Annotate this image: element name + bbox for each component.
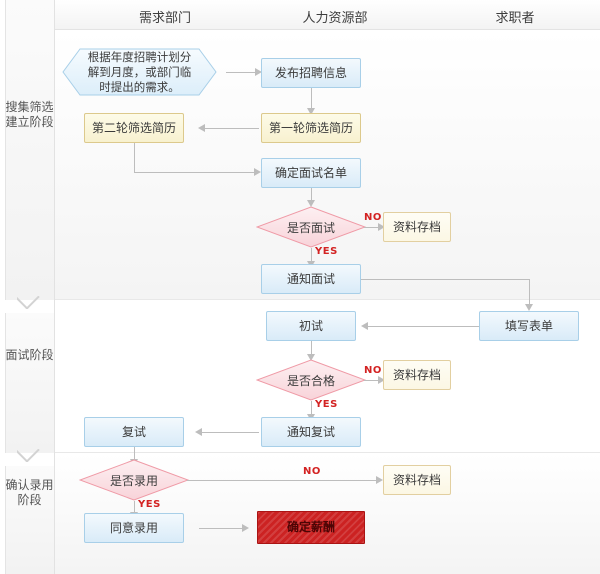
edge-notifysecond-to-second-arrow-icon — [195, 428, 202, 436]
diamond-shape — [79, 459, 189, 501]
edge-decide3-no — [187, 480, 378, 481]
node-decide-hire-label: 是否录用 — [109, 473, 158, 488]
diamond-shape — [256, 359, 366, 401]
node-notify-second[interactable]: 通知复试 — [261, 417, 361, 447]
node-archive-1-label: 资料存档 — [392, 219, 441, 234]
stage-label-1-text: 搜集筛选建立阶段 — [5, 100, 54, 129]
stage-band-1 — [5, 0, 54, 300]
edge-list-to-decide — [311, 188, 312, 202]
edge-notify-to-fillform-h — [361, 279, 529, 280]
node-publish-job[interactable]: 发布招聘信息 — [261, 58, 361, 88]
node-notify-interview[interactable]: 通知面试 — [261, 264, 361, 294]
edge-label-yes-2: YES — [315, 399, 338, 410]
stage-divider-chevron-1-icon — [17, 296, 41, 309]
node-screen-round2-label: 第二轮筛选简历 — [91, 120, 176, 135]
edge-label-yes-1: YES — [315, 246, 338, 257]
node-interview-list[interactable]: 确定面试名单 — [261, 158, 361, 188]
edge-decide2-yes — [311, 401, 312, 416]
node-first-interview-label: 初试 — [298, 318, 323, 333]
edge-screen1-to-screen2-arrow-icon — [198, 124, 205, 132]
node-fill-form[interactable]: 填写表单 — [479, 311, 579, 341]
edge-plan-to-publish — [226, 72, 256, 73]
stage-band-2 — [5, 313, 54, 453]
node-confirm-salary[interactable]: 确定薪酬 — [257, 511, 365, 544]
node-notify-interview-label: 通知面试 — [286, 271, 335, 286]
edge-screen2-to-list — [134, 172, 255, 173]
edge-decide2-no — [364, 380, 381, 381]
stage-band-3 — [5, 466, 54, 574]
edge-notify-to-fillform-v — [529, 279, 530, 306]
node-decide-pass[interactable]: 是否合格 — [256, 359, 366, 401]
edge-screen2-to-list-arrow-icon — [254, 168, 261, 176]
edge-decide3-yes — [134, 501, 135, 514]
edge-list-to-decide-arrow-icon — [307, 200, 315, 207]
edge-decide2-no-arrow-icon — [378, 376, 385, 384]
node-plan-request-label: 根据年度招聘计划分解到月度，或部门临时提出的需求。 — [87, 49, 192, 94]
node-archive-3[interactable]: 资料存档 — [383, 465, 451, 495]
node-confirm-salary-label: 确定薪酬 — [286, 520, 335, 534]
hexagon-shape — [62, 48, 217, 96]
edge-decide1-no-arrow-icon — [378, 223, 385, 231]
node-screen-round2[interactable]: 第二轮筛选简历 — [84, 113, 184, 143]
node-second-interview[interactable]: 复试 — [84, 417, 184, 447]
stage-label-2: 面试阶段 — [5, 348, 54, 363]
node-archive-2-label: 资料存档 — [392, 367, 441, 382]
edge-agreehire-to-salary — [199, 528, 243, 529]
node-agree-hire-label: 同意录用 — [109, 520, 158, 535]
node-publish-job-label: 发布招聘信息 — [274, 65, 347, 80]
node-second-interview-label: 复试 — [121, 424, 146, 439]
node-fill-form-label: 填写表单 — [504, 318, 553, 333]
stage-label-2-text: 面试阶段 — [5, 348, 54, 362]
node-decide-interview[interactable]: 是否面试 — [256, 206, 366, 248]
lane-title-applicant: 求职者 — [495, 11, 535, 26]
edge-fillform-to-first — [364, 326, 479, 327]
lane-header — [55, 0, 600, 30]
edge-label-no-1: NO — [364, 212, 382, 223]
node-plan-request[interactable]: 根据年度招聘计划分解到月度，或部门临时提出的需求。 — [62, 48, 217, 96]
node-screen-round1[interactable]: 第一轮筛选简历 — [261, 113, 361, 143]
edge-publish-to-screen1 — [311, 88, 312, 110]
edge-label-no-3: NO — [303, 466, 321, 477]
edge-screen1-to-screen2 — [201, 128, 259, 129]
stage-label-3-text: 确认录用阶段 — [5, 478, 54, 507]
node-archive-1[interactable]: 资料存档 — [383, 212, 451, 242]
stage-label-1: 搜集筛选建立阶段 — [5, 100, 54, 130]
node-interview-list-label: 确定面试名单 — [274, 165, 347, 180]
edge-decide1-yes — [311, 248, 312, 263]
node-first-interview[interactable]: 初试 — [266, 311, 356, 341]
edge-decide1-no — [364, 227, 381, 228]
edge-label-no-2: NO — [364, 365, 382, 376]
node-agree-hire[interactable]: 同意录用 — [84, 513, 184, 543]
node-notify-second-label: 通知复试 — [286, 424, 335, 439]
edge-notify-to-fillform-arrow-icon — [525, 304, 533, 311]
edge-decide3-no-arrow-icon — [376, 476, 383, 484]
node-archive-2[interactable]: 资料存档 — [383, 360, 451, 390]
edge-screen2-down — [134, 143, 135, 172]
node-archive-3-label: 资料存档 — [392, 472, 441, 487]
stage-label-3: 确认录用阶段 — [5, 478, 54, 508]
edge-first-to-decide2 — [311, 341, 312, 356]
stage-divider-chevron-2-icon — [17, 449, 41, 462]
node-screen-round1-label: 第一轮筛选简历 — [268, 120, 353, 135]
edge-notifysecond-to-second — [198, 432, 259, 433]
edge-second-to-decide3 — [134, 447, 135, 461]
edge-label-yes-3: YES — [138, 499, 161, 510]
edge-agreehire-to-salary-arrow-icon — [242, 524, 249, 532]
node-decide-hire[interactable]: 是否录用 — [79, 459, 189, 501]
lane-title-hr-dept: 人力资源部 — [302, 11, 368, 26]
stage-rail — [5, 0, 55, 574]
diamond-shape — [256, 206, 366, 248]
node-decide-interview-label: 是否面试 — [286, 220, 335, 235]
edge-publish-to-screen1-arrow-icon — [307, 108, 315, 115]
edge-plan-to-publish-arrow-icon — [255, 68, 262, 76]
node-decide-pass-label: 是否合格 — [286, 373, 335, 388]
edge-first-to-decide2-arrow-icon — [307, 354, 315, 361]
edge-fillform-to-first-arrow-icon — [361, 322, 368, 330]
lane-title-demand-dept: 需求部门 — [138, 11, 191, 26]
